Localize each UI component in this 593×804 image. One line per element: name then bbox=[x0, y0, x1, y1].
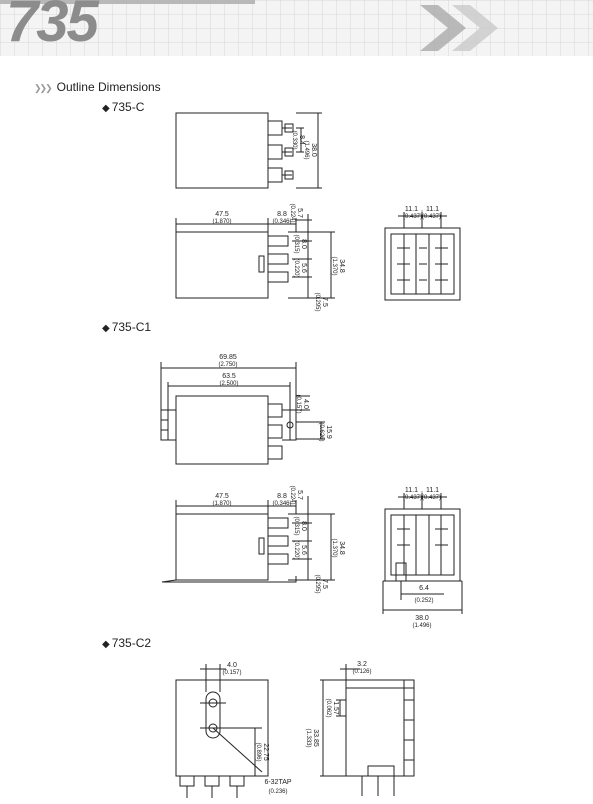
dim-overall-in-735-c1: (2.750) bbox=[218, 362, 237, 368]
top-view-735-c bbox=[175, 112, 322, 189]
dim-flange-in-735-c1: (0.626) bbox=[318, 422, 324, 441]
model-label-735-c2: ◆735-C2 bbox=[102, 636, 151, 650]
dim-hole-h-in-735-c2: (0.896) bbox=[255, 742, 261, 761]
dim-base-off-in-735-c1: (0.252) bbox=[414, 598, 433, 604]
dim-base-w-735-c1: 38.0 bbox=[415, 615, 429, 622]
dim-gap-735-c2: 1.57 bbox=[332, 701, 339, 715]
dim-height-in-735-c2: (1.333) bbox=[305, 728, 311, 747]
dim-t4-735-c: 7.5 bbox=[321, 297, 328, 307]
dim-flange-735-c1: 15.9 bbox=[325, 425, 332, 439]
dim-t4-735-c1: 7.5 bbox=[321, 579, 328, 589]
dim-length-735-c1: 47.5 bbox=[215, 493, 229, 500]
dim-base-w-in-735-c1: (1.496) bbox=[412, 623, 431, 629]
diamond-icon: ◆ bbox=[102, 639, 110, 650]
diamond-icon: ◆ bbox=[102, 323, 110, 334]
dim-t1-735-c: 5.7 bbox=[296, 208, 303, 218]
dim-t3-735-c: 5.6 bbox=[300, 263, 307, 273]
dim-height-735-c: 38.0 bbox=[310, 143, 317, 157]
dim-length-in-735-c: (1.870) bbox=[212, 219, 231, 225]
model-label-text: 735-C2 bbox=[111, 636, 152, 650]
dim-t1-in-735-c: (0.224) bbox=[289, 203, 295, 222]
side-view-735-c bbox=[175, 214, 335, 299]
dim-width-735-c: 34.8 bbox=[338, 259, 345, 273]
dim-width-in-735-c1: (1.370) bbox=[331, 538, 337, 557]
model-label-text: 735-C bbox=[111, 100, 145, 114]
dim-t2-735-c1: 8.0 bbox=[300, 521, 307, 531]
diamond-icon: ◆ bbox=[102, 103, 110, 114]
double-chevron-icon: ❯❯❯ bbox=[34, 83, 53, 93]
dim-t3-in-735-c: (0.220) bbox=[293, 258, 299, 277]
dim-pitch-735-c1: 11.1,11.1 bbox=[405, 487, 439, 494]
dim-slot-735-c1: 4.0 bbox=[302, 399, 309, 409]
section-heading: ❯❯❯Outline Dimensions bbox=[34, 80, 161, 94]
dim-t1-735-c1: 5.7 bbox=[296, 490, 303, 500]
dim-term-735-c1: 8.8 bbox=[277, 493, 287, 500]
section-heading-text: Outline Dimensions bbox=[56, 80, 161, 94]
dim-t1-in-735-c1: (0.224) bbox=[289, 485, 295, 504]
dim-term-in-735-c1: (0.346) bbox=[272, 501, 291, 507]
dim-height-in-735-c: (1.496) bbox=[303, 140, 309, 159]
dim-gap-in-735-c2: (0.062) bbox=[325, 698, 331, 717]
side-view-735-c1 bbox=[161, 496, 335, 583]
dim-hole-in-735-c2: (0.157) bbox=[222, 670, 241, 676]
dim-t2-in-735-c: (0.315) bbox=[293, 234, 299, 253]
dim-pin-in-735-c: (0.330) bbox=[291, 130, 297, 149]
dim-base-off-735-c1: 6.4 bbox=[419, 585, 429, 592]
top-view-735-c1 bbox=[160, 362, 325, 465]
side-view-735-c2 bbox=[320, 664, 415, 796]
header-banner: 735 bbox=[0, 0, 593, 56]
dim-width-735-c1: 34.8 bbox=[338, 541, 345, 555]
banner-graphic bbox=[0, 0, 593, 56]
end-view-735-c1 bbox=[382, 493, 463, 614]
dim-side-in-735-c2: (0.126) bbox=[352, 669, 371, 675]
dim-tap-in-735-c2: (0.236) bbox=[268, 789, 287, 795]
dim-pitch-735-c: 11.1,11.1 bbox=[405, 206, 439, 213]
product-number-title: 735 bbox=[6, 0, 99, 54]
dim-mount-735-c1: 63.5 bbox=[222, 373, 236, 380]
dim-t4-in-735-c1: (0.295) bbox=[314, 574, 320, 593]
dim-t2-in-735-c1: (0.315) bbox=[293, 516, 299, 535]
dim-mount-in-735-c1: (2.500) bbox=[219, 381, 238, 387]
dim-height-735-c2: 33.85 bbox=[312, 729, 319, 747]
dim-pin-735-c: 8.4 bbox=[298, 135, 305, 145]
model-label-735-c1: ◆735-C1 bbox=[102, 320, 151, 334]
dim-t2-735-c: 8.0 bbox=[300, 239, 307, 249]
dim-t3-735-c1: 5.6 bbox=[300, 545, 307, 555]
dim-slot-in-735-c1: (0.157) bbox=[295, 394, 301, 413]
dim-overall-735-c1: 69.85 bbox=[219, 354, 237, 361]
dim-pitch-in-735-c: (0.437)(0.437) bbox=[403, 214, 441, 220]
dim-hole-735-c2: 4.0 bbox=[227, 662, 237, 669]
dim-t4-in-735-c: (0.295) bbox=[314, 292, 320, 311]
dim-length-in-735-c1: (1.870) bbox=[212, 501, 231, 507]
dim-pitch-in-735-c1: (0.437)(0.437) bbox=[403, 495, 441, 501]
model-label-text: 735-C1 bbox=[111, 320, 152, 334]
dim-side-735-c2: 3.2 bbox=[357, 661, 367, 668]
dim-width-in-735-c: (1.370) bbox=[331, 256, 337, 275]
dim-t3-in-735-c1: (0.220) bbox=[293, 540, 299, 559]
dim-term-735-c: 8.8 bbox=[277, 211, 287, 218]
dim-term-in-735-c: (0.346) bbox=[272, 219, 291, 225]
end-view-735-c bbox=[384, 212, 461, 301]
front-view-735-c2 bbox=[175, 664, 269, 798]
model-label-735-c: ◆735-C bbox=[102, 100, 144, 114]
dim-hole-h-735-c2: 22.75 bbox=[262, 743, 269, 761]
dim-tap-735-c2: 6-32TAP bbox=[264, 779, 291, 786]
dim-length-735-c: 47.5 bbox=[215, 211, 229, 218]
